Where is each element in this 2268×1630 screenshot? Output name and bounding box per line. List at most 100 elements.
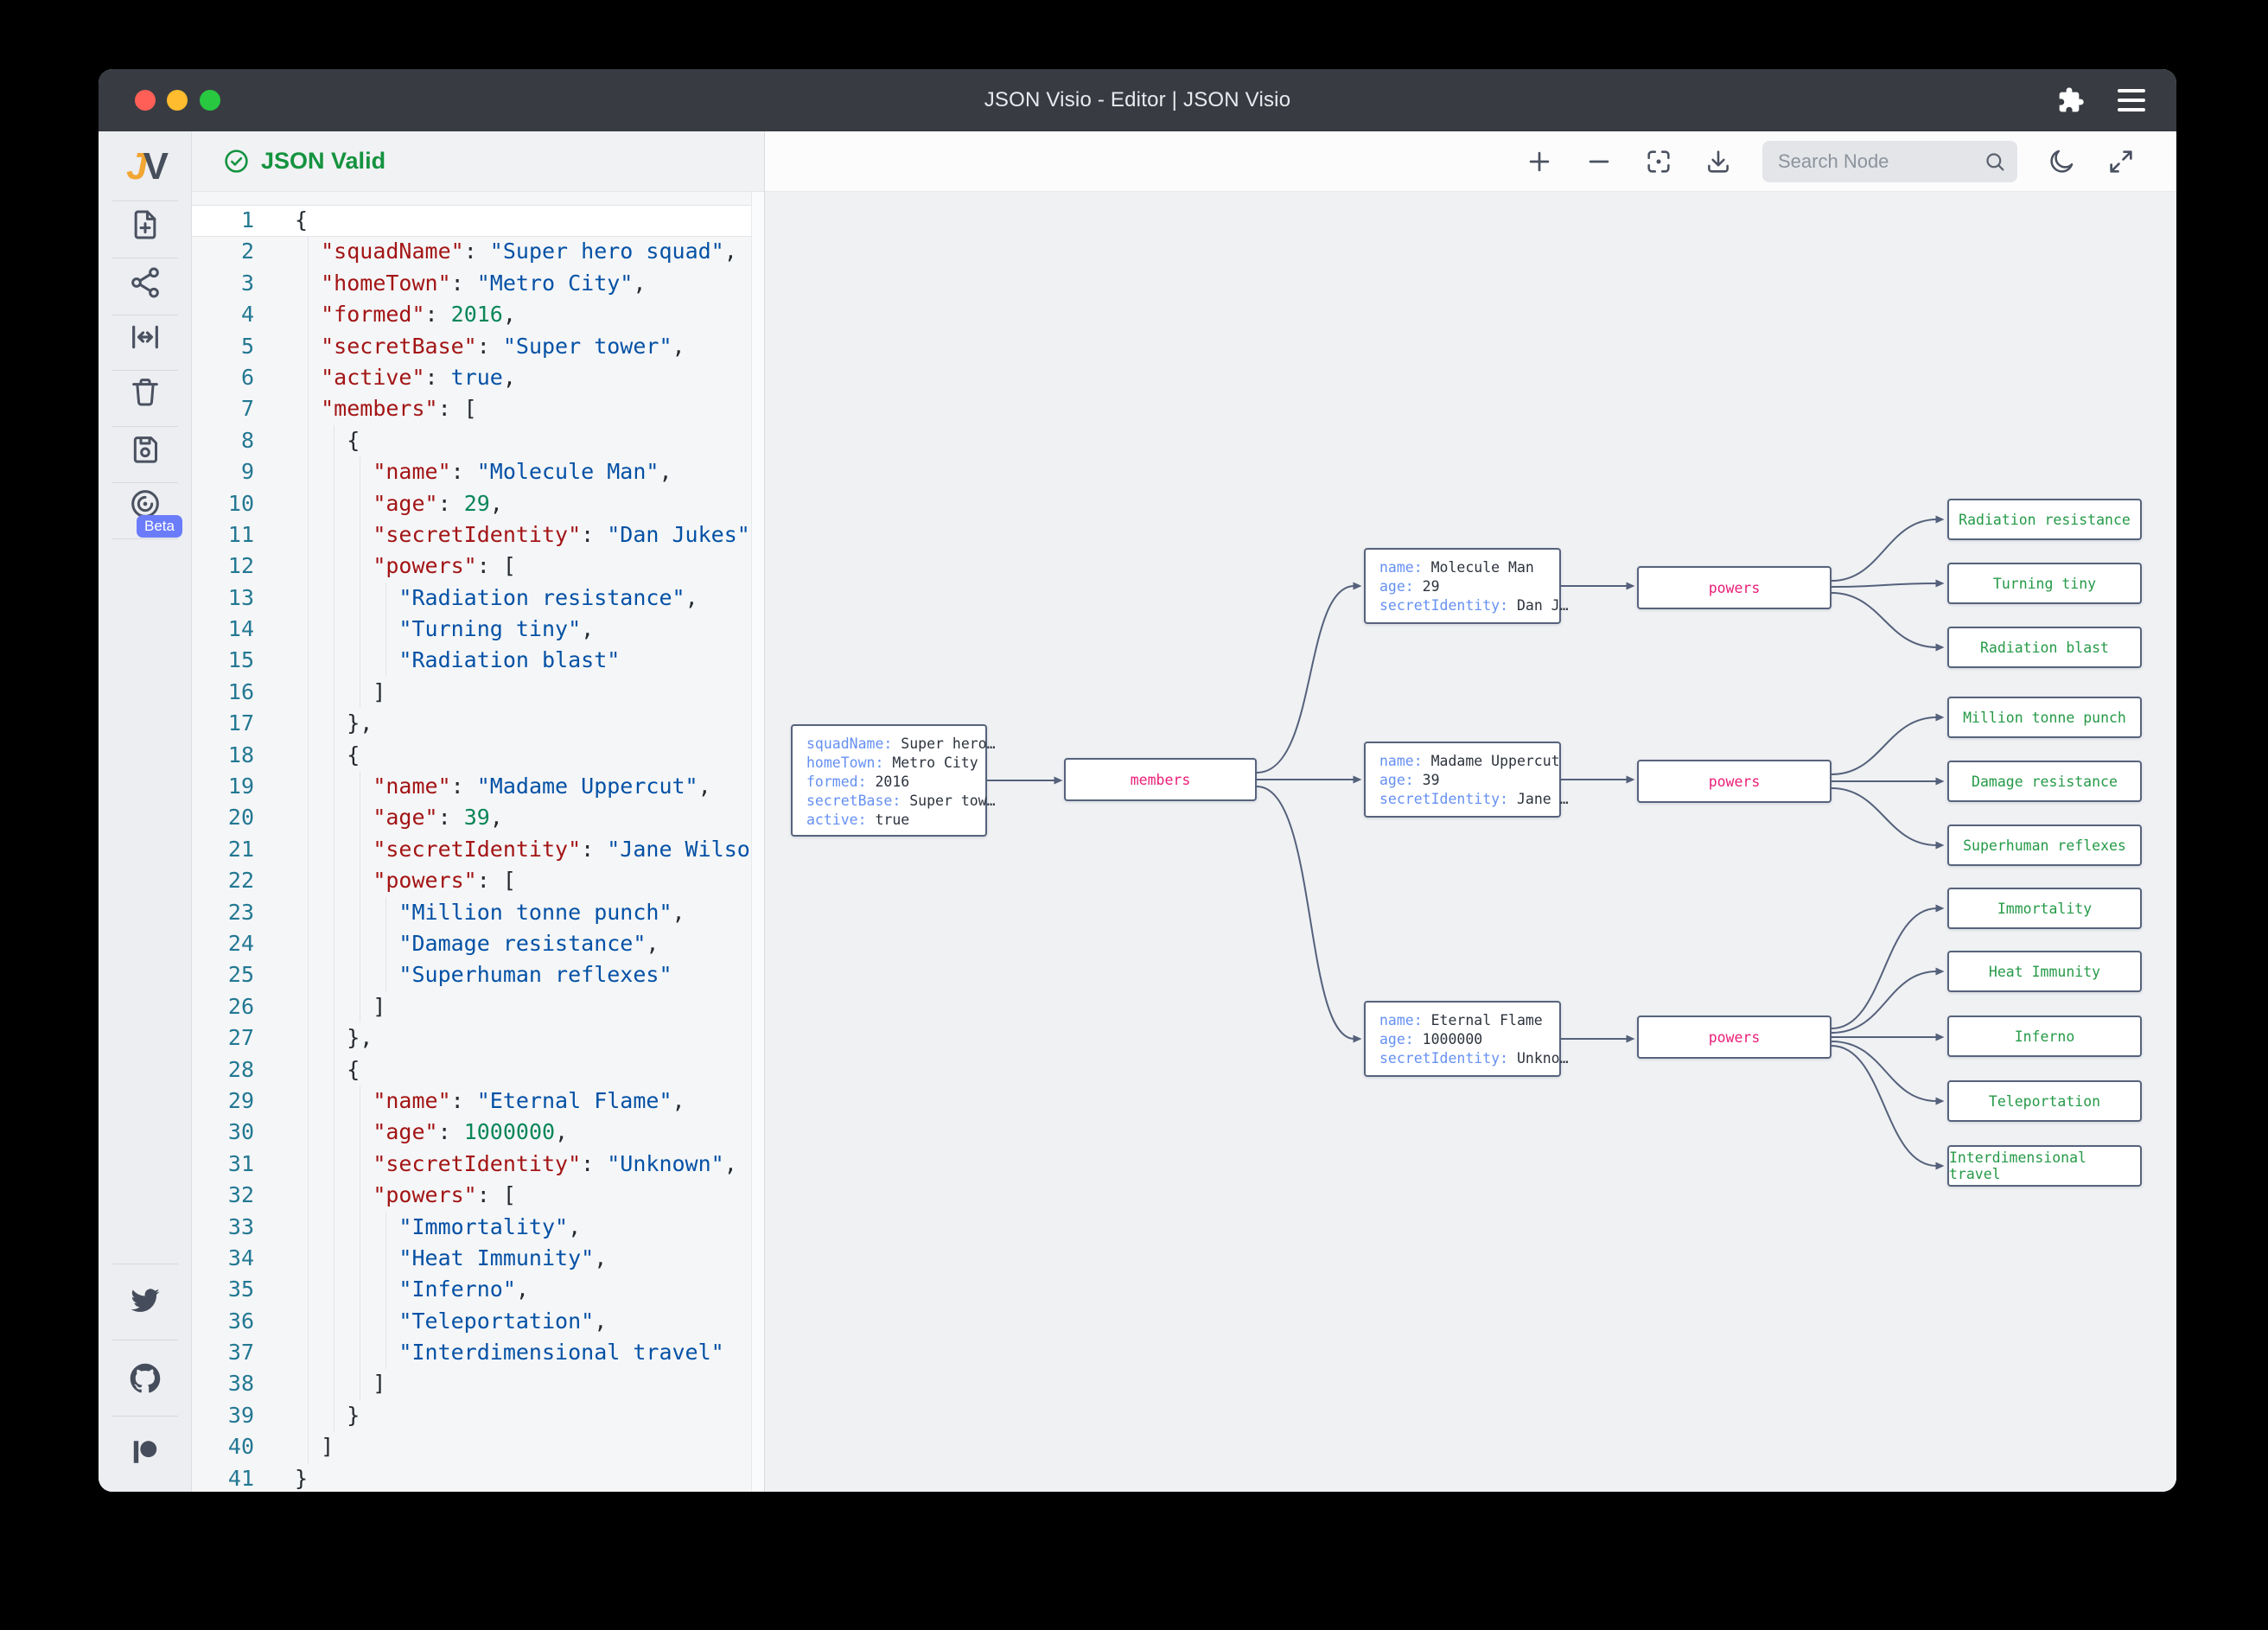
minimize-window-button[interactable] <box>167 90 188 111</box>
sidebar: JV Beta <box>99 131 192 1492</box>
code-line[interactable]: 34 "Heat Immunity", <box>192 1243 764 1274</box>
code-line[interactable]: 15 "Radiation blast" <box>192 645 764 676</box>
code-line[interactable]: 18 { <box>192 740 764 771</box>
leaf-value: Turning tiny <box>1992 575 2097 592</box>
indent-guide <box>385 582 387 677</box>
line-number: 28 <box>227 1056 254 1082</box>
code-line[interactable]: 3 "homeTown": "Metro City", <box>192 268 764 299</box>
status-label: JSON Valid <box>261 148 386 174</box>
graph-edge <box>1831 967 1945 1034</box>
root-node[interactable]: squadName: Super hero…homeTown: Metro Ci… <box>791 724 996 837</box>
clear-trash-icon[interactable] <box>126 372 164 411</box>
node-value: true <box>866 812 910 828</box>
members-node[interactable]: members <box>1064 758 1257 801</box>
code-line[interactable]: 25 "Superhuman reflexes" <box>192 959 764 990</box>
line-number: 1 <box>240 207 254 232</box>
code-line[interactable]: 40 ] <box>192 1431 764 1462</box>
code-line[interactable]: 5 "secretBase": "Super tower", <box>192 331 764 362</box>
code-line[interactable]: 21 "secretIdentity": "Jane Wilson", <box>192 834 764 865</box>
code-line[interactable]: 39 } <box>192 1400 764 1431</box>
dark-mode-moon-icon[interactable] <box>2046 146 2077 177</box>
expand-width-icon[interactable] <box>126 318 164 356</box>
code-line[interactable]: 35 "Inferno", <box>192 1274 764 1305</box>
download-button[interactable] <box>1703 146 1734 177</box>
close-window-button[interactable] <box>135 90 156 111</box>
power-leaf-node[interactable]: Turning tiny <box>1947 563 2142 604</box>
node-value: 1000000 <box>1413 1031 1483 1047</box>
save-icon[interactable] <box>126 430 164 468</box>
power-leaf-node[interactable]: Superhuman reflexes <box>1947 825 2142 866</box>
code-line[interactable]: 13 "Radiation resistance", <box>192 583 764 614</box>
code-line[interactable]: 1{ <box>192 205 764 236</box>
code-line[interactable]: 31 "secretIdentity": "Unknown", <box>192 1149 764 1180</box>
code-line[interactable]: 20 "age": 39, <box>192 802 764 833</box>
power-leaf-node[interactable]: Damage resistance <box>1947 761 2142 802</box>
code-line[interactable]: 19 "name": "Madame Uppercut", <box>192 771 764 802</box>
search-node-box <box>1762 140 2017 182</box>
powers-node[interactable]: powers <box>1637 566 1832 609</box>
code-line[interactable]: 22 "powers": [ <box>192 865 764 896</box>
twitter-icon[interactable] <box>126 1282 164 1320</box>
code-line[interactable]: 12 "powers": [ <box>192 551 764 582</box>
menu-icon[interactable] <box>2118 86 2145 114</box>
extension-puzzle-icon[interactable] <box>2057 86 2085 114</box>
code-line[interactable]: 32 "powers": [ <box>192 1180 764 1211</box>
power-leaf-node[interactable]: Heat Immunity <box>1947 951 2142 992</box>
code-line[interactable]: 14 "Turning tiny", <box>192 614 764 645</box>
fullscreen-button[interactable] <box>2106 146 2137 177</box>
zoom-in-button[interactable] <box>1524 146 1555 177</box>
code-line[interactable]: 16 ] <box>192 677 764 708</box>
code-line[interactable]: 29 "name": "Eternal Flame", <box>192 1086 764 1117</box>
code-line[interactable]: 33 "Immortality", <box>192 1212 764 1243</box>
code-line[interactable]: 28 { <box>192 1054 764 1086</box>
graph-view-icon[interactable] <box>126 264 164 302</box>
code-line[interactable]: 8 { <box>192 425 764 456</box>
powers-node[interactable]: powers <box>1637 1016 1832 1059</box>
power-leaf-node[interactable]: Inferno <box>1947 1016 2142 1057</box>
power-leaf-node[interactable]: Million tonne punch <box>1947 697 2142 738</box>
code-line[interactable]: 27 }, <box>192 1022 764 1054</box>
code-line[interactable]: 30 "age": 1000000, <box>192 1117 764 1148</box>
node-key: homeTown: <box>806 755 884 771</box>
center-focus-button[interactable] <box>1643 146 1674 177</box>
zoom-out-button[interactable] <box>1583 146 1615 177</box>
editor-scrollbar[interactable] <box>751 192 764 1492</box>
code-line[interactable]: 24 "Damage resistance", <box>192 928 764 959</box>
app-logo[interactable]: JV <box>126 145 169 188</box>
code-line[interactable]: 23 "Million tonne punch", <box>192 897 764 928</box>
code-line[interactable]: 11 "secretIdentity": "Dan Jukes", <box>192 519 764 551</box>
code-line[interactable]: 41} <box>192 1463 764 1492</box>
power-leaf-node[interactable]: Teleportation <box>1947 1080 2142 1122</box>
line-number: 18 <box>227 742 254 767</box>
line-number: 15 <box>227 647 254 673</box>
code-line[interactable]: 36 "Teleportation", <box>192 1306 764 1337</box>
code-line[interactable]: 37 "Interdimensional travel" <box>192 1337 764 1368</box>
code-line[interactable]: 10 "age": 29, <box>192 488 764 519</box>
line-number: 29 <box>227 1087 254 1113</box>
code-line[interactable]: 6 "active": true, <box>192 362 764 393</box>
new-document-icon[interactable] <box>126 206 164 244</box>
search-icon[interactable] <box>1983 150 2007 174</box>
power-leaf-node[interactable]: Interdimensional travel <box>1947 1145 2142 1187</box>
code-line[interactable]: 7 "members": [ <box>192 393 764 424</box>
graph-canvas[interactable]: squadName: Super hero…homeTown: Metro Ci… <box>765 131 2176 1492</box>
code-line[interactable]: 17 }, <box>192 708 764 739</box>
code-line[interactable]: 9 "name": "Molecule Man", <box>192 456 764 487</box>
power-leaf-node[interactable]: Radiation resistance <box>1947 499 2142 540</box>
code-line[interactable]: 38 ] <box>192 1368 764 1399</box>
github-icon[interactable] <box>126 1359 164 1398</box>
code-line[interactable]: 2 "squadName": "Super hero squad", <box>192 236 764 267</box>
leaf-value: Damage resistance <box>1972 773 2118 790</box>
power-leaf-node[interactable]: Radiation blast <box>1947 627 2142 668</box>
json-editor[interactable]: 1{2 "squadName": "Super hero squad",3 "h… <box>192 192 764 1492</box>
code-line[interactable]: 26 ] <box>192 991 764 1022</box>
patreon-icon[interactable] <box>126 1433 164 1471</box>
zoom-window-button[interactable] <box>200 90 220 111</box>
search-node-input[interactable] <box>1762 150 1970 173</box>
power-leaf-node[interactable]: Immortality <box>1947 888 2142 929</box>
code-line[interactable]: 4 "formed": 2016, <box>192 299 764 330</box>
powers-node[interactable]: powers <box>1637 760 1832 803</box>
